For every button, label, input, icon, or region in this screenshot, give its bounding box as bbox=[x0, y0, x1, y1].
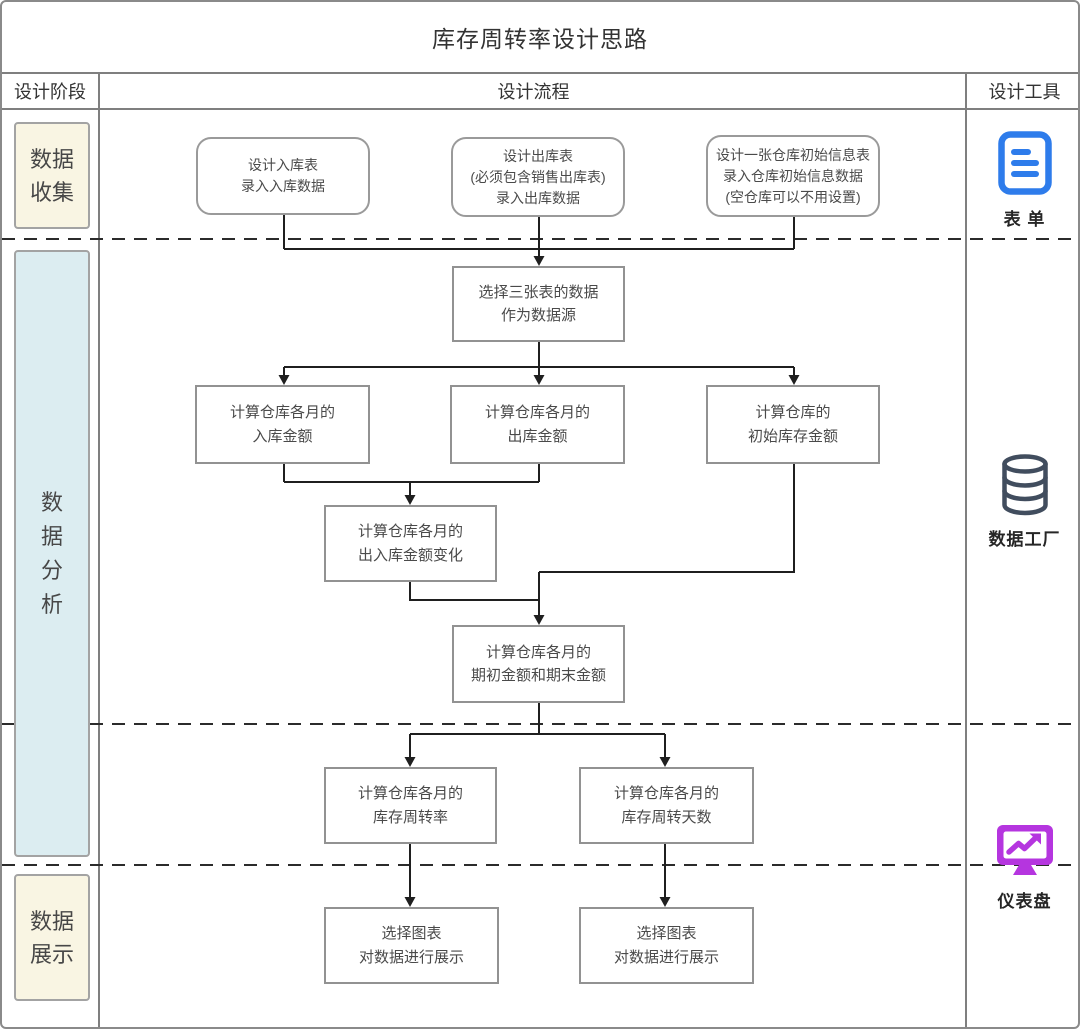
node-chart-display-left: 选择图表 对数据进行展示 bbox=[324, 907, 499, 984]
dashboard-icon bbox=[996, 825, 1053, 875]
node-calc-outbound-amount: 计算仓库各月的 出库金额 bbox=[450, 385, 625, 464]
database-icon bbox=[1001, 454, 1048, 516]
node-calc-turnover-rate: 计算仓库各月的 库存周转率 bbox=[324, 767, 497, 844]
phase-divider-1 bbox=[2, 238, 1078, 240]
tool-dashboard-label: 仪表盘 bbox=[997, 892, 1052, 911]
lane-divider-left bbox=[98, 110, 100, 1027]
tool-data-factory: 数据工厂 bbox=[967, 454, 1078, 550]
header-design-process: 设计流程 bbox=[497, 82, 570, 102]
diagram-title: 库存周转率设计思路 bbox=[432, 26, 648, 52]
header-design-tools: 设计工具 bbox=[965, 74, 1078, 108]
lane-header-row: 设计阶段 设计流程 设计工具 bbox=[2, 74, 1078, 110]
node-calc-turnover-days: 计算仓库各月的 库存周转天数 bbox=[579, 767, 754, 844]
header-design-phase: 设计阶段 bbox=[2, 74, 100, 108]
phase-divider-3 bbox=[2, 864, 1078, 866]
node-design-outbound-table: 设计出库表 (必须包含销售出库表) 录入出库数据 bbox=[451, 137, 625, 217]
node-calc-initial-stock-amount: 计算仓库的 初始库存金额 bbox=[706, 385, 880, 464]
phase-divider-2 bbox=[2, 723, 1078, 725]
node-select-data-source: 选择三张表的数据 作为数据源 bbox=[452, 266, 625, 342]
tool-data-factory-label: 数据工厂 bbox=[988, 530, 1061, 549]
tool-form: 表 单 bbox=[967, 130, 1078, 230]
node-chart-display-right: 选择图表 对数据进行展示 bbox=[579, 907, 754, 984]
lane-divider-right bbox=[965, 110, 967, 1027]
phase-data-display: 数据 展示 bbox=[14, 874, 90, 1001]
node-design-initial-info-table: 设计一张仓库初始信息表 录入仓库初始信息数据 (空仓库可以不用设置) bbox=[706, 135, 880, 217]
title-band: 库存周转率设计思路 bbox=[2, 2, 1078, 74]
form-icon bbox=[997, 131, 1052, 195]
node-design-inbound-table: 设计入库表 录入入库数据 bbox=[196, 137, 370, 215]
node-calc-period-amounts: 计算仓库各月的 期初金额和期末金额 bbox=[452, 625, 625, 703]
tool-dashboard: 仪表盘 bbox=[967, 820, 1078, 912]
phase-data-collection: 数据 收集 bbox=[14, 122, 90, 229]
node-calc-inbound-amount: 计算仓库各月的 入库金额 bbox=[195, 385, 370, 464]
node-calc-in-out-change: 计算仓库各月的 出入库金额变化 bbox=[324, 505, 497, 582]
phase-data-analysis: 数 据 分 析 bbox=[14, 250, 90, 857]
tool-form-label: 表 单 bbox=[1003, 210, 1046, 229]
